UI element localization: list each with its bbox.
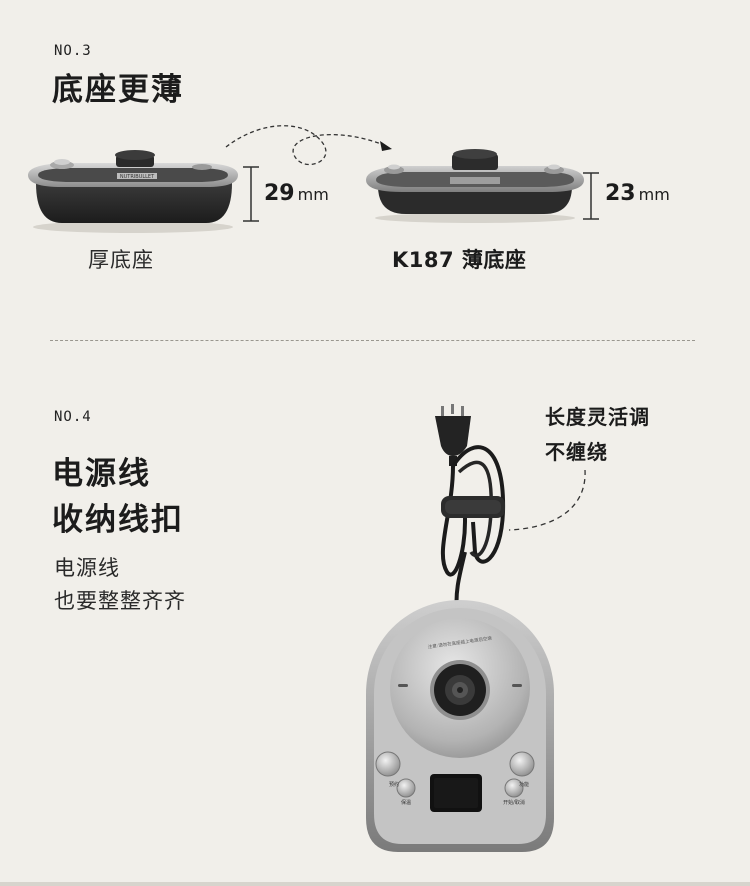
section4-title-line2: 收纳线扣 (52, 502, 184, 538)
callout-leader-line (508, 469, 586, 531)
thin-height-value: 23 (605, 181, 636, 206)
cord-callout-line1: 长度灵活调 (545, 405, 650, 429)
comparison-arrow (225, 125, 392, 166)
bottom-edge (0, 882, 750, 886)
section4-title-line1: 电源线 (52, 456, 151, 492)
device-label-top-right: 功能 (519, 781, 529, 788)
device-label-top-left: 预约 (389, 781, 399, 788)
device-label-bottom-left: 保温 (401, 799, 411, 806)
kettle-base-image: 注意:请勿在底座插上电源后空烧 预约 保温 功能 开始/取消 (366, 600, 554, 852)
thin-base-image (366, 149, 584, 223)
thick-height-bracket (243, 166, 259, 222)
power-cord-image (435, 404, 506, 612)
section-divider (50, 340, 695, 341)
thick-base-caption: 厚底座 (88, 248, 154, 272)
thin-height-unit: mm (638, 185, 670, 204)
cord-callout: 长度灵活调 不缠绕 (545, 400, 650, 470)
device-label-bottom-right: 开始/取消 (503, 799, 525, 806)
section3-title: 底座更薄 (52, 72, 184, 108)
section4-subtitle-line2: 也要整整齐齐 (54, 589, 186, 613)
thick-base-image: NUTRIBULLET (28, 150, 238, 233)
thin-base-caption: K187 薄底座 (392, 248, 527, 272)
section3-number: NO.3 (54, 43, 92, 59)
thick-height-value: 29 (264, 181, 295, 206)
section4-number: NO.4 (54, 409, 92, 425)
section4-subtitle-line1: 电源线 (54, 556, 120, 580)
thick-height-unit: mm (297, 185, 329, 204)
thick-base-brand: NUTRIBULLET (120, 174, 155, 180)
cord-callout-line2: 不缠绕 (545, 440, 608, 464)
thin-height-bracket (583, 172, 599, 220)
